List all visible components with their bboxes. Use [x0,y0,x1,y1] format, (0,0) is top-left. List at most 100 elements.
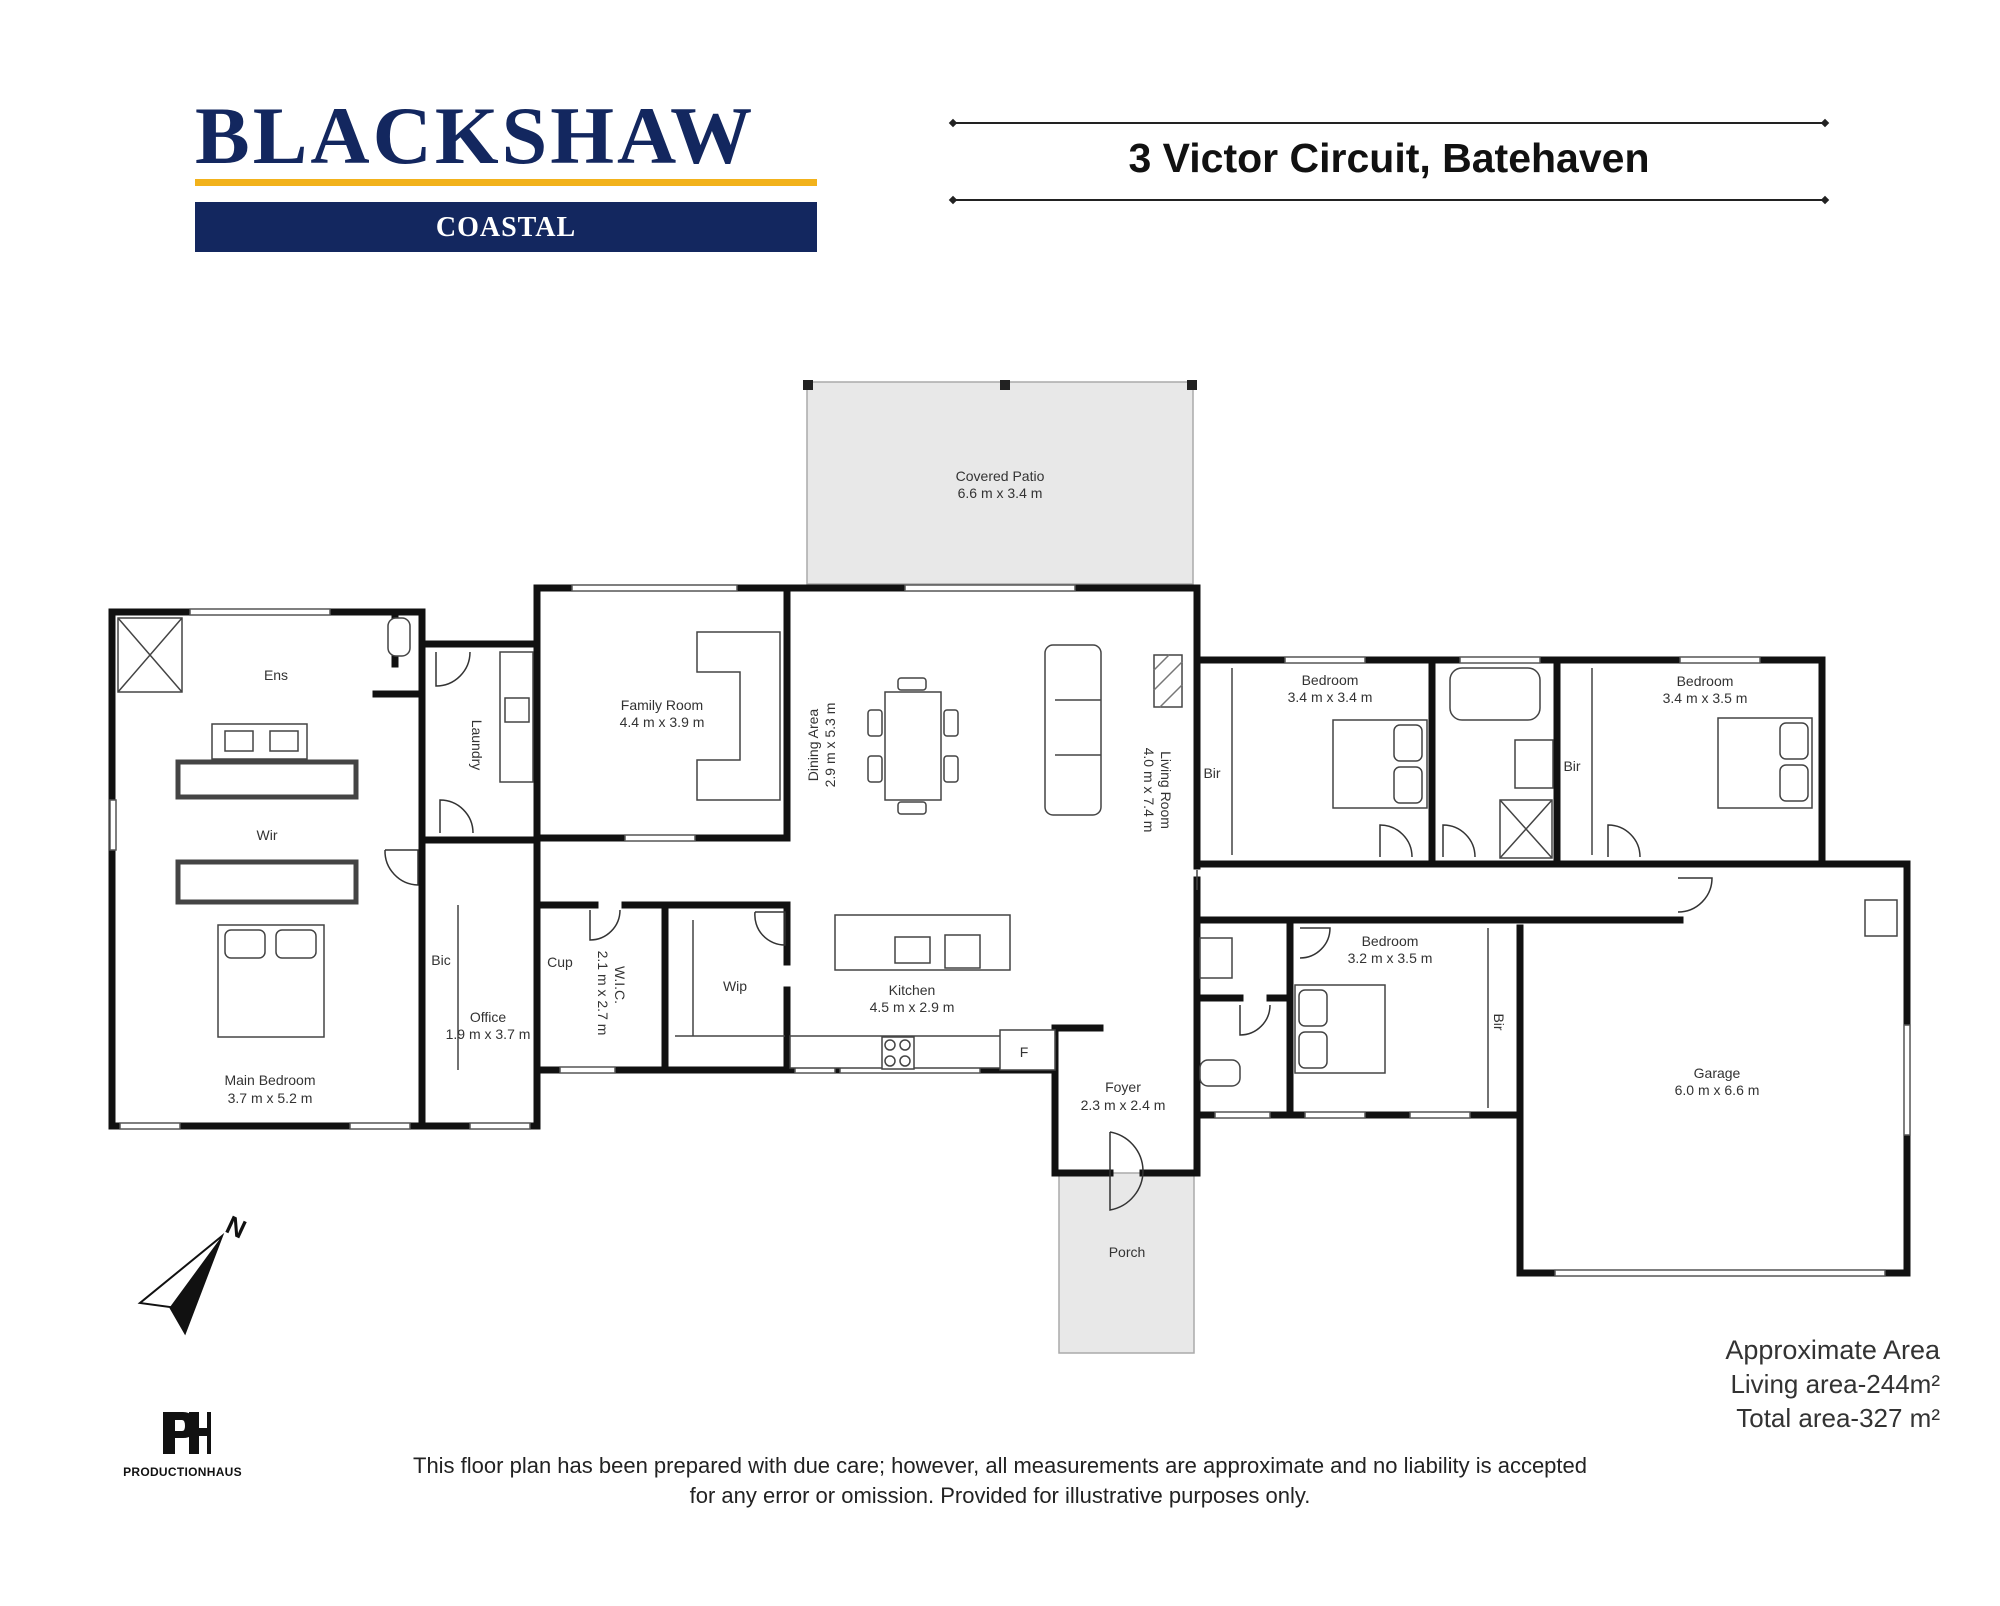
shower-cross [1499,799,1553,859]
toilet-fixture [387,617,411,657]
sink [894,936,931,964]
window [904,584,1076,592]
disclaimer-line-2: for any error or omission. Provided for … [689,1483,1311,1508]
window [1214,1111,1271,1119]
dining-chair [897,677,927,691]
pillow [1779,764,1809,802]
door-swing [384,849,419,886]
wall-wc [1193,994,1294,1119]
laundry-basin [1199,937,1233,979]
window [1284,656,1366,664]
basin [224,730,254,752]
sofa-cushions [1055,699,1101,756]
dining-chair [867,709,883,737]
burner [884,1055,896,1067]
pillow [1779,722,1809,760]
north-arrow-fill [170,1236,222,1333]
main-bedroom-dims: 3.7 m x 5.2 m [228,1090,313,1106]
pillow [1298,1031,1328,1069]
window [1304,1111,1366,1119]
wir-shelf [175,759,359,800]
windows [109,584,1911,1277]
producer-logo: PRODUCTIONHAUS [120,1408,245,1479]
cooktop [944,934,981,969]
disclaimer: This floor plan has been prepared with d… [320,1451,1680,1511]
fridge-label: F [1020,1044,1029,1060]
bic-label: Bic [431,952,450,968]
kitchen-dims: 4.5 m x 2.9 m [870,999,955,1015]
robe-line [457,870,1198,1070]
wic-label: W.I.C. [612,966,628,1004]
office-dims: 1.9 m x 3.7 m [446,1026,531,1042]
window [1409,1111,1471,1119]
dining-area-label: Dining Area [805,709,821,782]
wip-shelf [675,920,785,1037]
doors [384,651,1713,1211]
pillow [224,929,266,959]
basin [269,730,299,752]
area-title: Approximate Area [1725,1335,1940,1365]
foyer-dims: 2.3 m x 2.4 m [1081,1097,1166,1113]
agency-logo: BLACKSHAW COASTAL [195,95,817,252]
door-swing [1299,927,1331,959]
covered-patio-label: Covered Patio [956,468,1045,484]
cup-label: Cup [547,954,573,970]
logo-wordmark: BLACKSHAW [195,90,756,181]
fridge-space [999,1029,1056,1071]
laundry-label: Laundry [469,720,485,771]
window [469,1122,531,1130]
covered-patio-dims: 6.6 m x 3.4 m [958,485,1043,501]
kitchen-label: Kitchen [889,982,936,998]
bedroom-2-dims: 3.4 m x 3.4 m [1288,689,1373,705]
burner [899,1055,911,1067]
family-room-label: Family Room [621,697,703,713]
garage-bench [1864,899,1898,937]
pillow [1393,724,1423,762]
window [559,1066,616,1074]
logo-gold-stripe [195,179,817,186]
door-swing [1607,824,1641,858]
bedroom-2-label: Bedroom [1302,672,1359,688]
door-swing [1677,877,1713,913]
door-swing [1239,1004,1271,1036]
bir-2-label: Bir [1563,758,1580,774]
pillow [275,929,317,959]
fixtures [117,617,1898,1108]
office-label: Office [470,1009,507,1025]
wir-label: Wir [257,827,278,843]
burner [884,1039,896,1051]
door-swing [1442,824,1476,858]
producer-name: PRODUCTIONHAUS [123,1465,242,1479]
bedroom-3-dims: 3.4 m x 3.5 m [1663,690,1748,706]
door-swing [435,651,471,687]
family-sofa [696,631,781,801]
garage-dims: 6.0 m x 6.6 m [1675,1082,1760,1098]
dining-chair [897,801,927,815]
window [189,608,331,616]
window [1459,656,1541,664]
wic-dims: 2.1 m x 2.7 m [595,951,611,1036]
fireplace-hatch [1153,654,1183,708]
door-swing [439,799,474,834]
area-summary: Approximate Area Living area-244m² Total… [1640,1333,1940,1435]
logo-band: COASTAL [195,202,817,252]
burner [899,1039,911,1051]
patio-post [1000,380,1010,390]
dining-chair [943,755,959,783]
wall-central-top [783,584,1201,870]
window [1679,656,1761,664]
compass: N [137,1209,251,1336]
living-room-label: Living Room [1158,751,1174,829]
door-swing [589,909,621,941]
outdoor-areas [806,381,1195,1354]
bedroom-4-dims: 3.2 m x 3.5 m [1348,950,1433,966]
door-swing-entry [1109,1131,1144,1211]
window [349,1122,411,1130]
productionhaus-icon [162,1412,211,1454]
living-room-dims: 4.0 m x 7.4 m [1141,748,1157,833]
ens-label: Ens [264,667,288,683]
toilet-fixture [1199,1059,1241,1087]
window [571,584,738,592]
door-swing [1379,824,1413,858]
